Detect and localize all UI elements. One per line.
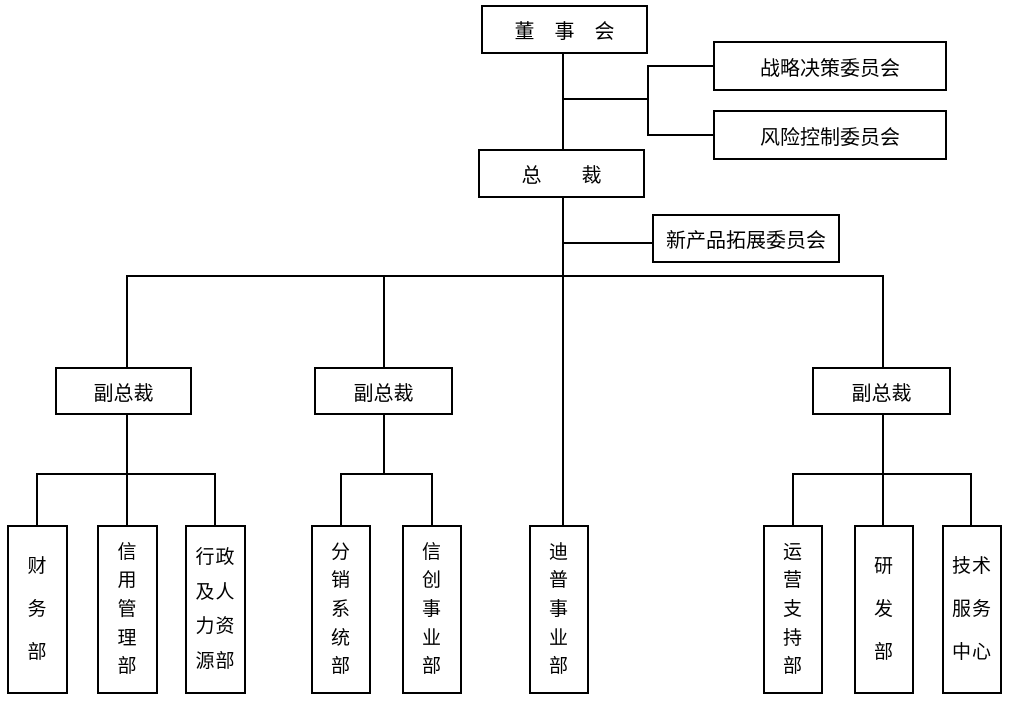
node-vice-president-2: 副总裁 (314, 367, 453, 415)
node-dept-credit-management: 信用管理部 (97, 525, 158, 694)
node-dept-dipu-business: 迪普事业部 (529, 525, 589, 694)
node-dept-rnd: 研发部 (854, 525, 914, 694)
connector-president-down (562, 198, 564, 527)
connector-drop-admin-hr (214, 473, 216, 525)
connector-board-to-president (562, 54, 564, 150)
connector-drop-operations (792, 473, 794, 525)
connector-drop-vp2 (383, 275, 385, 367)
node-risk-committee: 风险控制委员会 (713, 110, 947, 160)
connector-drop-xinchuang (431, 473, 433, 525)
connector-drop-credit (126, 473, 128, 525)
connector-distribution-bar (126, 275, 884, 277)
node-dept-xinchuang-business: 信创事业部 (402, 525, 462, 694)
connector-drop-vp1 (126, 275, 128, 367)
node-dept-distribution-system: 分销系统部 (311, 525, 371, 694)
node-new-product-committee: 新产品拓展委员会 (652, 214, 840, 263)
node-dept-operations-support: 运营支持部 (763, 525, 823, 694)
node-president: 总 裁 (478, 149, 645, 198)
connector-vp2-down (383, 415, 385, 473)
connector-drop-distribution (340, 473, 342, 525)
connector-stub-strategic-committee (647, 65, 713, 67)
node-vice-president-1: 副总裁 (55, 367, 192, 415)
node-dept-tech-service-center: 技术服务中心 (942, 525, 1002, 694)
connector-branch-to-committees (562, 98, 649, 100)
connector-drop-rnd (882, 473, 884, 525)
connector-committee-bracket (647, 65, 649, 136)
connector-drop-tech-service (970, 473, 972, 525)
connector-drop-vp3 (882, 275, 884, 367)
connector-vp2-branch-bar (340, 473, 433, 475)
connector-stub-new-product-committee (562, 242, 652, 244)
node-dept-admin-hr: 行政及人力资源部 (185, 525, 246, 694)
connector-vp1-down (126, 415, 128, 473)
connector-vp3-down (882, 415, 884, 473)
node-dept-finance: 财务部 (7, 525, 68, 694)
node-strategic-committee: 战略决策委员会 (713, 41, 947, 91)
connector-drop-finance (36, 473, 38, 525)
node-board: 董 事 会 (481, 5, 648, 54)
connector-stub-risk-committee (647, 134, 713, 136)
node-vice-president-3: 副总裁 (812, 367, 951, 415)
